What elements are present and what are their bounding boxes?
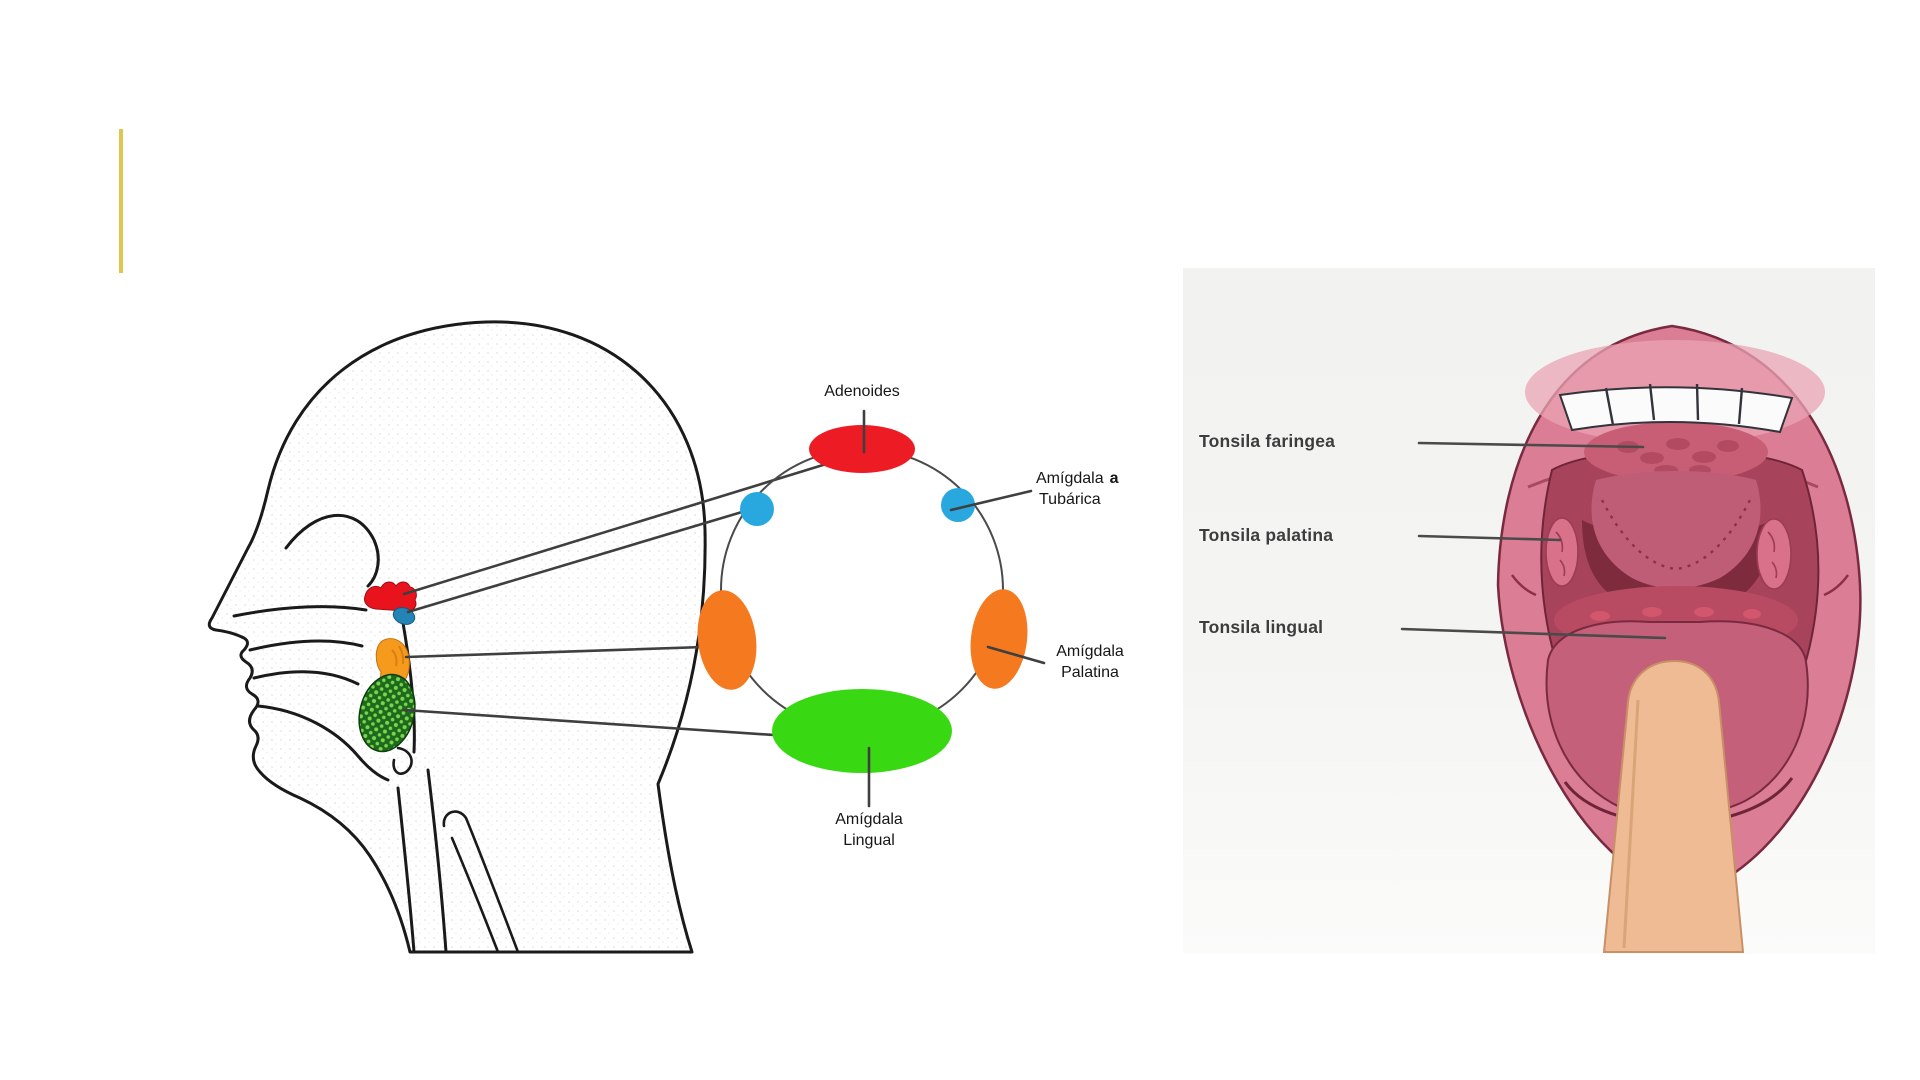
pharynx-front-line <box>396 786 416 954</box>
tongue-top-line <box>252 670 360 686</box>
connector-lingual <box>402 708 820 740</box>
label-tonsila-faringea: Tonsila faringea <box>1199 431 1336 451</box>
ring-palatine-right <box>970 589 1028 689</box>
ring-palatine-left <box>697 590 757 690</box>
leader-lingual <box>1400 627 1667 640</box>
epiglottis-line <box>392 746 413 775</box>
head-profile-figure <box>207 320 707 954</box>
label-tubarica-line2: Tubárica <box>1039 491 1101 508</box>
ring-adenoid-ellipse <box>809 425 915 473</box>
connector-palatine <box>404 644 735 659</box>
head-adenoid-spot <box>364 581 417 612</box>
label-lingual: Amígdala Lingual <box>835 811 903 849</box>
tick-palatina <box>986 645 1046 665</box>
nasal-cavity-line <box>284 514 380 588</box>
pharynx-back-line <box>426 768 448 954</box>
connector-lines <box>402 459 838 740</box>
head-palatine-spot-shading <box>391 645 405 667</box>
waldeyer-ring-diagram <box>697 409 1046 808</box>
palate-dome <box>1591 471 1761 589</box>
ring-lingual-ellipse <box>772 689 952 773</box>
finger-shading <box>1622 699 1640 949</box>
head-tonsil-spots <box>358 581 417 753</box>
neck-muscle-outer-line <box>442 810 520 954</box>
teeth-row <box>1558 386 1794 434</box>
connector-tubal <box>406 507 754 614</box>
ring-label-ticks <box>862 409 1046 808</box>
leader-palatina <box>1417 534 1562 542</box>
label-tonsila-palatina: Tonsila palatina <box>1199 525 1334 545</box>
head-lingual-spot <box>358 673 416 753</box>
mouth-leader-lines <box>1400 441 1667 640</box>
palatine-tonsil-right <box>1756 518 1792 590</box>
nasal-floor-line <box>232 605 368 618</box>
leader-faringea <box>1417 441 1645 449</box>
tongue-body-line <box>256 704 390 782</box>
tick-tubarica <box>949 489 1033 512</box>
teeth-gaps <box>1604 383 1744 426</box>
label-adenoides: Adenoides <box>792 381 932 402</box>
label-tonsila-lingual: Tonsila lingual <box>1199 617 1324 637</box>
ring-tubal-right <box>941 488 975 522</box>
palate-line <box>248 639 364 652</box>
label-palatina: Amígdala Palatina <box>1056 643 1124 681</box>
finger <box>1602 659 1745 953</box>
ring-tubal-left <box>740 492 774 526</box>
connector-adenoid <box>402 459 838 596</box>
neck-muscle-inner-line <box>450 836 500 954</box>
palatine-tonsils <box>1545 517 1792 590</box>
mouth-figure <box>1400 324 1862 953</box>
label-adenoides-text: Adenoides <box>824 383 900 400</box>
pharyngeal-tonsil-band <box>1584 422 1768 482</box>
lip-corner-creases <box>1511 574 1849 597</box>
head-outline <box>207 320 707 954</box>
accent-bar <box>119 129 123 273</box>
